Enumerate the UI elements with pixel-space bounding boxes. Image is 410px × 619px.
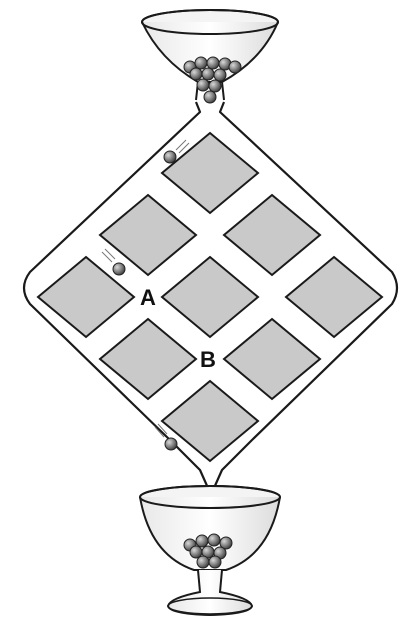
tile xyxy=(98,193,198,277)
tile xyxy=(36,255,136,339)
bottom-goblet-balls xyxy=(183,533,233,569)
label-b: B xyxy=(200,347,216,372)
moving-balls xyxy=(101,139,190,451)
top-funnel-balls xyxy=(183,56,242,104)
ball xyxy=(163,150,177,164)
tile xyxy=(284,255,384,339)
tile-grid xyxy=(36,131,384,463)
bottom-goblet xyxy=(139,485,281,617)
tile xyxy=(160,131,260,215)
tile xyxy=(160,255,260,339)
ball xyxy=(164,437,178,451)
diamond-frame xyxy=(22,101,399,489)
tile xyxy=(222,317,322,401)
tile xyxy=(222,193,322,277)
tile xyxy=(160,379,260,463)
tile xyxy=(98,317,198,401)
label-a: A xyxy=(140,285,156,310)
ball xyxy=(112,262,126,276)
top-funnel xyxy=(141,9,279,101)
